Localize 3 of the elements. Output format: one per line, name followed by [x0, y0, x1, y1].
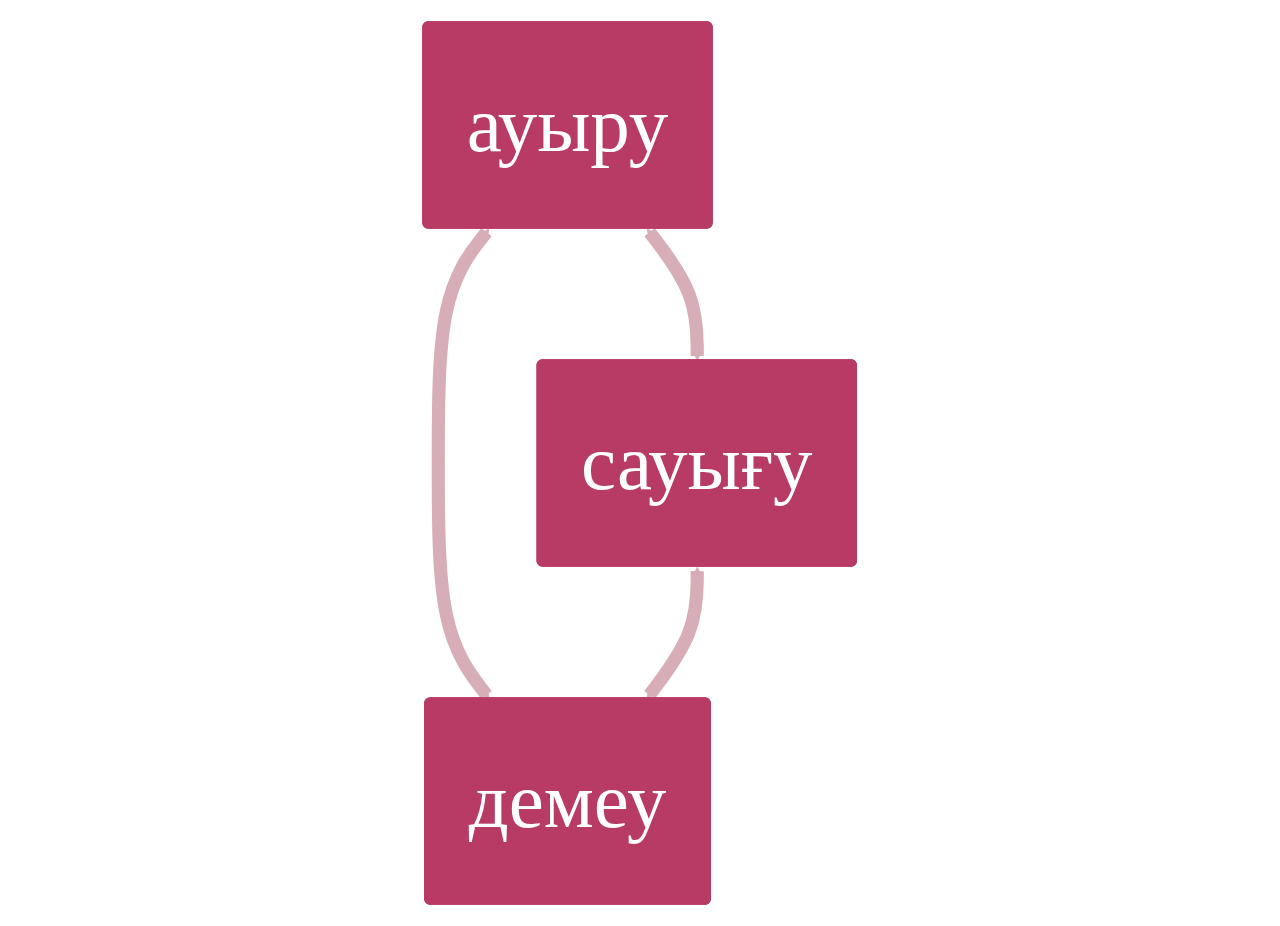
arrow	[432, 228, 493, 699]
arrow	[644, 228, 705, 361]
arrow	[644, 566, 705, 699]
